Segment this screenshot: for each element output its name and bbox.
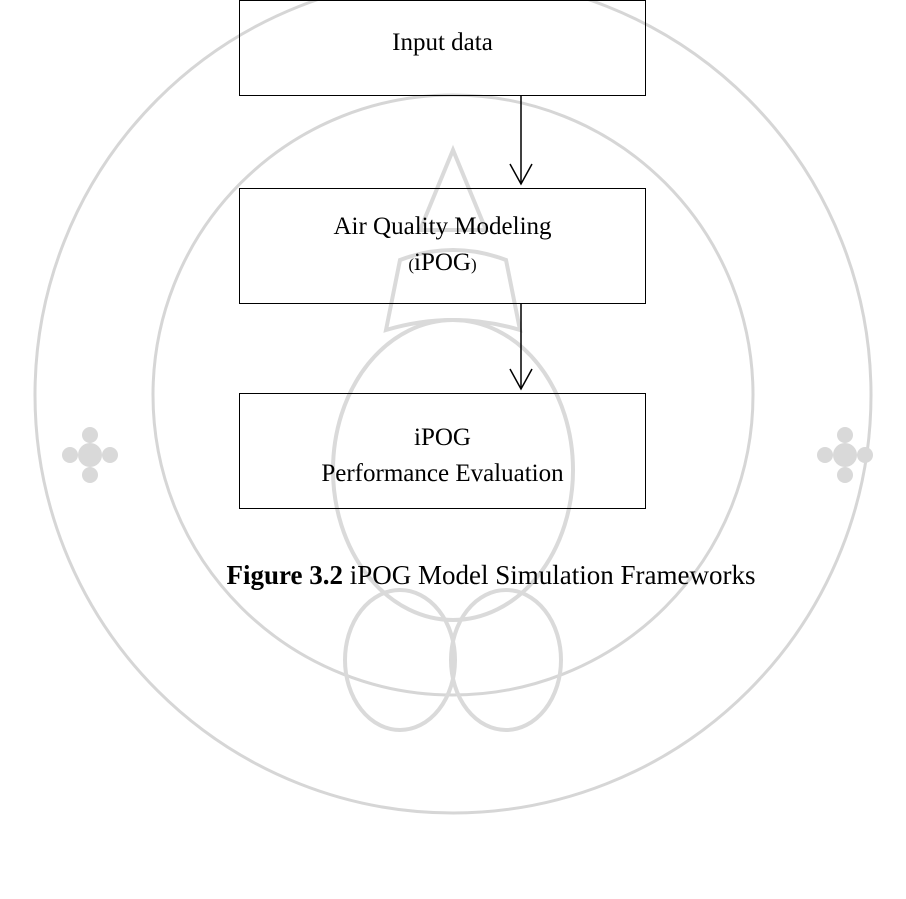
- arrow-input-to-model: [509, 96, 533, 186]
- figure-title: iPOG Model Simulation Frameworks: [349, 560, 756, 590]
- air-quality-modeling-label: Air Quality Modeling: [333, 213, 552, 240]
- arrow-model-to-eval: [509, 304, 533, 391]
- seal-emblem-right-loop: [449, 588, 563, 732]
- air-quality-modeling-box: Air Quality Modeling (iPOG): [239, 188, 646, 304]
- performance-evaluation-label: Performance Evaluation: [321, 460, 564, 488]
- figure-number: Figure 3.2: [226, 560, 344, 590]
- input-data-box: Input data: [239, 0, 646, 96]
- left-flower-ornament: [78, 443, 102, 467]
- ipog-model-label: (iPOG): [408, 249, 477, 277]
- performance-evaluation-box: iPOG Performance Evaluation: [239, 393, 646, 509]
- right-flower-ornament: [833, 443, 857, 467]
- figure-caption: Figure 3.2 iPOG Model Simulation Framewo…: [38, 560, 906, 591]
- ipog-eval-label: iPOG: [414, 424, 471, 451]
- input-data-label: Input data: [392, 29, 493, 56]
- seal-emblem-left-loop: [343, 588, 457, 732]
